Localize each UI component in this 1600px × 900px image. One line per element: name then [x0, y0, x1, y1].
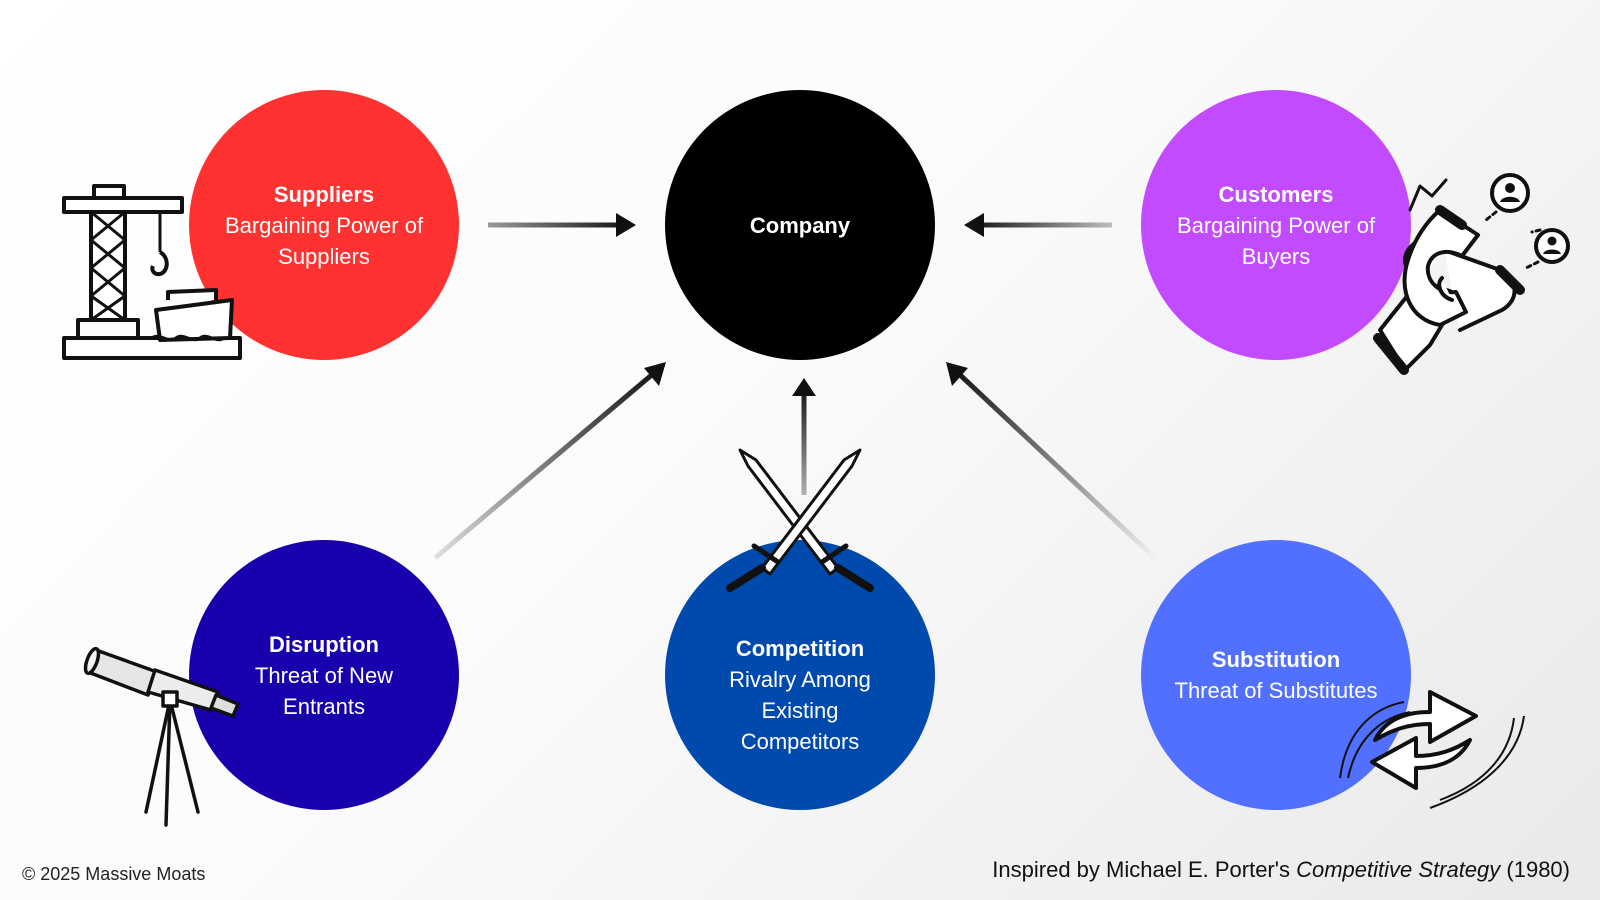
crane-ship-icon — [62, 184, 242, 360]
node-competition: Competition Rivalry Among Existing Compe… — [665, 540, 935, 810]
node-substitution-title: Substitution — [1211, 647, 1341, 672]
telescope-icon — [83, 646, 240, 827]
arrow-substitution-to-company — [946, 362, 1157, 560]
arrow-disruption-to-company — [433, 362, 666, 560]
node-disruption: Disruption Threat of New Entrants — [189, 540, 459, 810]
magnet-hand-icon — [1373, 173, 1570, 375]
node-disruption-title: Disruption — [269, 631, 379, 657]
copyright-text: © 2025 Massive Moats — [22, 864, 206, 884]
credit-text: Inspired by Michael E. Porter's Competit… — [992, 857, 1570, 883]
node-substitution: Substitution Threat of Substitutes — [1141, 540, 1411, 810]
credit-suffix: (1980) — [1500, 857, 1570, 882]
node-suppliers: Suppliers Bargaining Power of Suppliers — [189, 90, 459, 360]
node-suppliers-subtitle: Bargaining Power of Suppliers — [224, 212, 424, 269]
node-substitution-subtitle: Threat of Substitutes — [1174, 678, 1378, 703]
node-suppliers-title: Suppliers — [273, 181, 375, 207]
node-customers: Customers Bargaining Power of Buyers — [1141, 90, 1411, 360]
node-company-title: Company — [749, 212, 851, 238]
credit-prefix: Inspired by Michael E. Porter's — [992, 857, 1297, 882]
crossed-swords-icon — [726, 448, 874, 592]
node-disruption-subtitle: Threat of New Entrants — [254, 662, 394, 719]
swap-arrows-icon — [1339, 690, 1525, 809]
arrow-competition-to-company — [792, 378, 816, 495]
arrow-customers-to-company — [964, 213, 1112, 237]
node-customers-subtitle: Bargaining Power of Buyers — [1176, 212, 1376, 269]
node-company: Company — [665, 90, 935, 360]
node-customers-title: Customers — [1218, 181, 1334, 207]
node-competition-title: Competition — [735, 636, 865, 661]
arrow-suppliers-to-company — [488, 213, 636, 237]
credit-book-title: Competitive Strategy — [1296, 857, 1501, 882]
node-competition-subtitle: Rivalry Among Existing Competitors — [729, 667, 871, 754]
